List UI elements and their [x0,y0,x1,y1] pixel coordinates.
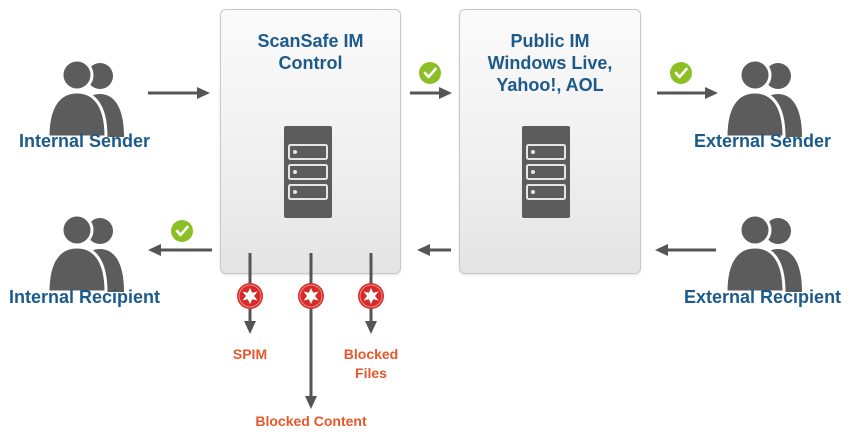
public-im-title: Public IM Windows Live, Yahoo!, AOL [487,31,613,95]
arrow-to-blocked-content [305,253,317,409]
check-circle-icon [668,60,694,86]
internal-recipient-icon [46,213,126,294]
internal-sender-icon [46,58,126,139]
blocked-content-label: Blocked Content [255,413,367,429]
external-sender-icon [724,58,804,139]
external-recipient-icon [724,213,804,294]
scansafe-server-icon [283,125,333,219]
external-recipient-label: External Recipient [684,287,842,307]
arrow-public-to-scansafe [417,244,451,256]
public-im-server-icon [521,125,571,219]
blocked-burst-icon [236,282,264,310]
blocked-files-label: Blocked Files [343,346,399,381]
external-sender-label: External Sender [694,131,832,151]
check-circle-icon [169,218,195,244]
blocked-burst-icon [357,282,385,310]
arrow-public-to-external-sender [657,87,718,99]
scansafe-im-control-box: ScanSafe IM Control [220,9,401,274]
spim-label: SPIM [232,346,268,362]
arrow-scansafe-to-internal-recipient [148,244,212,256]
arrow-scansafe-to-public [410,87,452,99]
arrow-external-recipient-to-public [655,244,716,256]
internal-sender-label: Internal Sender [19,131,151,151]
internal-recipient-label: Internal Recipient [9,287,161,307]
blocked-burst-icon [297,282,325,310]
scansafe-im-control-title: ScanSafe IM Control [257,31,364,73]
check-circle-icon [417,60,443,86]
arrow-sender-to-scansafe [148,87,210,99]
